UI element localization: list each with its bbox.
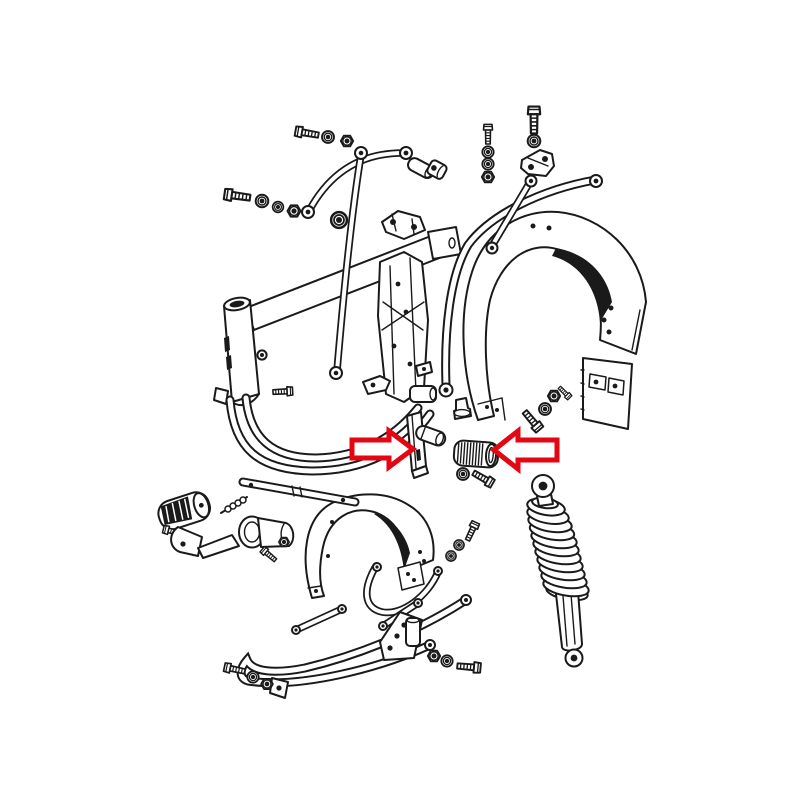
left-arrow xyxy=(349,426,418,472)
bolt xyxy=(462,519,481,543)
washer xyxy=(254,193,270,209)
rubber-grommet xyxy=(426,159,448,180)
short-stay-left xyxy=(291,604,347,635)
hex-nut xyxy=(286,204,302,218)
lower-eyelet xyxy=(564,648,584,668)
return-spring-pin xyxy=(220,496,248,514)
upper-mounting-stay xyxy=(301,146,413,219)
triangular-bracket xyxy=(379,611,423,661)
bolt xyxy=(259,545,279,564)
washer xyxy=(440,654,454,668)
rear-fender-stay xyxy=(438,174,603,398)
upper-eyelet xyxy=(531,474,559,510)
plate-clip xyxy=(607,377,625,396)
washer xyxy=(246,670,260,684)
front-fender xyxy=(304,493,435,599)
bracket-ears xyxy=(381,210,426,240)
hex-nut xyxy=(546,389,562,403)
hex-nut xyxy=(260,678,274,690)
lever-assembly xyxy=(161,496,295,564)
fender-stay-loop xyxy=(236,594,472,699)
rear-frame-panel xyxy=(377,251,437,403)
rear-fender-brace xyxy=(485,174,538,255)
washer xyxy=(456,467,470,481)
hex-nut xyxy=(277,536,291,548)
washer xyxy=(329,210,349,230)
bolt xyxy=(271,385,294,398)
head-tube xyxy=(213,296,260,407)
damper-body xyxy=(555,587,583,652)
washer xyxy=(321,130,335,144)
washer xyxy=(271,200,285,214)
washer xyxy=(453,539,465,551)
bolt xyxy=(222,187,252,205)
coil-spring xyxy=(526,497,590,598)
fender-tab xyxy=(397,561,425,591)
washer xyxy=(538,402,552,416)
right-arrow xyxy=(489,425,560,475)
loop-tab xyxy=(269,677,289,699)
rear-fender xyxy=(462,210,647,421)
washer xyxy=(481,145,495,159)
front-fender-brace xyxy=(363,562,443,617)
plate-clip xyxy=(588,373,607,391)
ribbed-rubber-bushing xyxy=(452,439,500,469)
washer xyxy=(445,550,457,562)
washer xyxy=(481,157,495,171)
hex-nut xyxy=(339,134,355,148)
bolt xyxy=(455,659,482,675)
bolt xyxy=(470,467,497,490)
license-plate-bracket xyxy=(556,357,633,430)
tube-clamp xyxy=(520,149,555,177)
hex-nut xyxy=(480,170,496,184)
fender-hardware-right xyxy=(445,519,481,562)
backbone-lug xyxy=(427,226,462,260)
bolt xyxy=(293,124,321,142)
bottom-right-hardware xyxy=(426,649,482,675)
pivot-bracket-pin xyxy=(415,424,447,447)
hex-nut xyxy=(426,649,442,663)
flat-stay-bar xyxy=(238,477,360,507)
flanged-bushing xyxy=(453,397,472,420)
callout-arrows xyxy=(349,425,560,475)
bolt xyxy=(526,105,542,135)
bushing-hardware xyxy=(456,467,497,490)
top-middle-hardware xyxy=(480,105,555,184)
rear-shock-absorber xyxy=(526,474,590,668)
washer xyxy=(526,133,542,149)
bolt xyxy=(482,123,494,145)
footpeg-rubber xyxy=(157,491,212,531)
right-middle-hardware xyxy=(519,389,562,435)
